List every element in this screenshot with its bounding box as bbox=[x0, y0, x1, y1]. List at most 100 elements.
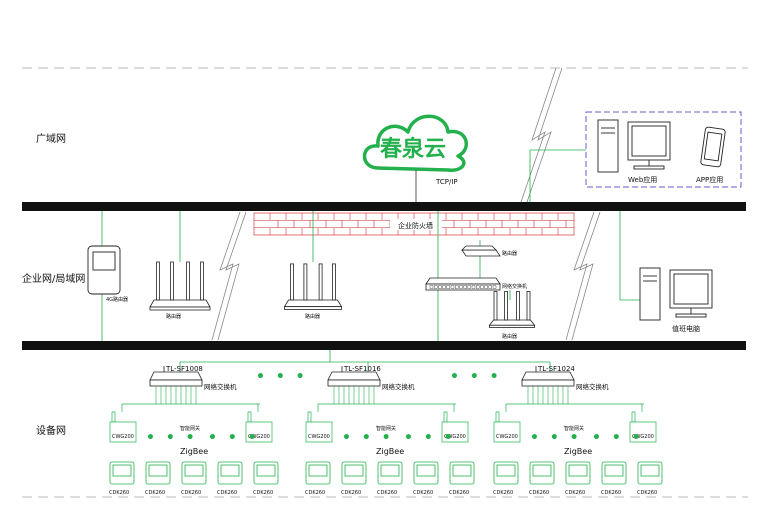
router-a-icon bbox=[149, 261, 211, 311]
firewall-label: 企业防火墙 bbox=[398, 221, 433, 230]
zone-label-wan: 广域网 bbox=[36, 132, 66, 145]
gateway-model: CWG200 bbox=[248, 434, 270, 440]
client-frame bbox=[585, 111, 742, 188]
gateway-model: CWG200 bbox=[444, 434, 466, 440]
gateway-model: CWG200 bbox=[632, 434, 654, 440]
break-mark-wan bbox=[519, 67, 563, 206]
terminal-label: CDK260 bbox=[253, 490, 273, 496]
terminal-label: CDK260 bbox=[145, 490, 165, 496]
lan-switch-icon bbox=[425, 277, 501, 291]
cloud-protocol: TCP/IP bbox=[435, 178, 458, 186]
zone-label-lan: 企业网/局域网 bbox=[22, 272, 85, 285]
terminal-label: CDK260 bbox=[565, 490, 585, 496]
ellipsis-gateways: • • • bbox=[146, 430, 198, 446]
terminal-icon bbox=[341, 461, 367, 485]
gateway-icon bbox=[305, 404, 333, 443]
duty-pc-label: 值班电脑 bbox=[672, 324, 700, 333]
duty-pc-icon bbox=[639, 267, 713, 321]
switch-port bbox=[488, 285, 492, 289]
cloud-title: 春泉云 bbox=[380, 136, 446, 162]
router-a-label: 路由器 bbox=[166, 313, 181, 320]
switch-port bbox=[471, 285, 476, 289]
router-d-label: 路由器 bbox=[502, 333, 517, 340]
zigbee-label: ZigBee bbox=[564, 447, 592, 456]
router-b-label: 路由器 bbox=[305, 313, 320, 320]
terminal-label: CDK260 bbox=[341, 490, 361, 496]
phone-icon bbox=[700, 126, 726, 168]
router-4g-label: 4G路由器 bbox=[106, 296, 128, 303]
switch-label: 网络交换机 bbox=[576, 382, 609, 391]
terminal-icon bbox=[145, 461, 171, 485]
switch-port bbox=[463, 285, 467, 289]
switch-port bbox=[480, 285, 484, 289]
ellipsis-gateways: • • • bbox=[342, 430, 394, 446]
terminal-icon bbox=[305, 461, 331, 485]
switch-port bbox=[492, 285, 497, 289]
gateway-icon bbox=[441, 404, 469, 443]
gateway-middle-label: 智能网关 bbox=[564, 425, 584, 432]
terminal-icon bbox=[181, 461, 207, 485]
terminal-icon bbox=[109, 461, 135, 485]
web-pc-icon bbox=[597, 119, 671, 173]
gateway-icon bbox=[493, 404, 521, 443]
terminal-icon bbox=[601, 461, 627, 485]
zigbee-label: ZigBee bbox=[376, 447, 404, 456]
switch-port bbox=[450, 285, 455, 289]
terminal-label: CDK260 bbox=[413, 490, 433, 496]
switch-model: TL-SF1016 bbox=[343, 365, 381, 373]
client-web-label: Web应用 bbox=[628, 175, 657, 184]
switch-icon bbox=[521, 366, 575, 387]
switch-port bbox=[446, 285, 450, 289]
switch-port bbox=[459, 285, 463, 289]
terminal-label: CDK260 bbox=[601, 490, 621, 496]
gateway-icon bbox=[629, 404, 657, 443]
switch-port bbox=[434, 285, 438, 289]
terminal-label: CDK260 bbox=[217, 490, 237, 496]
terminal-label: CDK260 bbox=[637, 490, 657, 496]
terminal-icon bbox=[637, 461, 663, 485]
switch-port bbox=[429, 285, 434, 289]
switch-port bbox=[442, 285, 446, 289]
ellipsis-switches: • • • bbox=[450, 369, 502, 385]
lan-links bbox=[101, 211, 640, 341]
terminal-label: CDK260 bbox=[305, 490, 325, 496]
terminal-icon bbox=[493, 461, 519, 485]
switch-label: 网络交换机 bbox=[204, 382, 237, 391]
switch-port bbox=[438, 285, 442, 289]
router-d-icon bbox=[488, 291, 536, 328]
gateway-model: CWG200 bbox=[112, 434, 134, 440]
router-b-icon bbox=[283, 263, 343, 310]
router-c-icon bbox=[461, 245, 501, 257]
switch-port bbox=[476, 285, 480, 289]
switch-top-label: 网络交换机 bbox=[502, 283, 527, 290]
switch-model: TL-SF1024 bbox=[537, 365, 575, 373]
zone-label-device: 设备网 bbox=[36, 424, 66, 437]
terminal-icon bbox=[413, 461, 439, 485]
firewall-label-bg bbox=[390, 219, 442, 230]
zigbee-label: ZigBee bbox=[180, 447, 208, 456]
gateway-model: CWG200 bbox=[308, 434, 330, 440]
terminal-label: CDK260 bbox=[181, 490, 201, 496]
switch-model: TL-SF1008 bbox=[165, 365, 203, 373]
break-mark-lan-1 bbox=[211, 211, 247, 341]
terminal-icon bbox=[217, 461, 243, 485]
terminal-label: CDK260 bbox=[529, 490, 549, 496]
terminal-label: CDK260 bbox=[109, 490, 129, 496]
router-c-label: 路由器 bbox=[502, 250, 517, 257]
ellipsis-gateways: • • • bbox=[530, 430, 582, 446]
ellipsis-gateways: • • • bbox=[208, 430, 260, 446]
gateway-icon bbox=[109, 404, 137, 443]
4g-router-icon bbox=[87, 245, 121, 295]
terminal-icon bbox=[529, 461, 555, 485]
switch-port bbox=[484, 285, 488, 289]
terminal-label: CDK260 bbox=[377, 490, 397, 496]
terminal-icon bbox=[253, 461, 279, 485]
break-mark-lan-2 bbox=[565, 211, 601, 341]
switch-label: 网络交换机 bbox=[382, 382, 415, 391]
wan-bus bbox=[22, 202, 746, 211]
terminal-label: CDK260 bbox=[493, 490, 513, 496]
device-uplinks bbox=[179, 350, 551, 372]
